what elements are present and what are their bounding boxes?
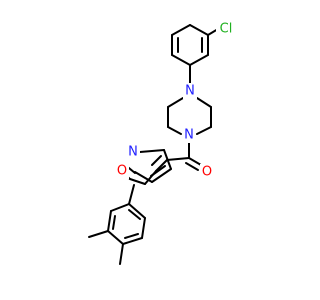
atom-label-cl: Cl bbox=[220, 22, 233, 37]
bond bbox=[107, 230, 124, 245]
carbonyl-oxygen: O bbox=[200, 164, 214, 180]
atom-label-background bbox=[126, 144, 140, 160]
atom-label-background bbox=[183, 83, 197, 99]
atom-label-background bbox=[216, 22, 233, 36]
atom-label-n-isoxazole: N bbox=[128, 145, 138, 160]
bond bbox=[189, 54, 209, 66]
bond bbox=[128, 203, 146, 219]
bond bbox=[151, 168, 172, 183]
bond bbox=[124, 233, 139, 239]
bond bbox=[155, 159, 168, 172]
bond bbox=[112, 215, 116, 230]
bond bbox=[128, 184, 135, 205]
isoxazole-nitrogen: N bbox=[126, 144, 140, 160]
bond bbox=[88, 230, 109, 238]
bond bbox=[171, 54, 191, 66]
isoxazole-oxygen: O bbox=[115, 163, 129, 179]
bond bbox=[141, 217, 146, 239]
bond bbox=[150, 165, 166, 177]
atom-label-background bbox=[115, 163, 129, 179]
atom-label-n-top: N bbox=[185, 84, 195, 99]
bond bbox=[107, 210, 112, 232]
bond bbox=[139, 149, 165, 153]
atom-label-o-isoxazole: O bbox=[117, 164, 127, 179]
bond bbox=[167, 97, 184, 108]
atom-label-o-carbonyl: O bbox=[202, 165, 212, 180]
chlorine-atom: Cl bbox=[216, 22, 233, 37]
bond bbox=[166, 157, 190, 161]
bond bbox=[119, 243, 124, 265]
bond bbox=[196, 97, 212, 108]
bond bbox=[128, 209, 141, 220]
bond bbox=[122, 237, 143, 245]
bonds bbox=[88, 24, 219, 265]
atom-label-background bbox=[182, 127, 196, 143]
bond bbox=[167, 126, 182, 135]
bond bbox=[171, 24, 191, 36]
bond bbox=[151, 155, 162, 166]
bond bbox=[129, 178, 146, 185]
bond bbox=[188, 157, 202, 166]
bond bbox=[196, 126, 212, 135]
bond bbox=[185, 162, 199, 171]
atom-labels: Cl N N O N O bbox=[115, 22, 233, 180]
piperazine-nitrogen-bottom: N bbox=[182, 127, 196, 143]
molecule-structure-diagram: Cl N N O N O bbox=[88, 22, 233, 265]
bond bbox=[134, 171, 153, 183]
bond bbox=[189, 24, 209, 36]
atom-label-n-bottom: N bbox=[184, 128, 194, 143]
bond bbox=[110, 203, 130, 212]
atom-label-background bbox=[200, 164, 214, 180]
piperazine-nitrogen-top: N bbox=[183, 83, 197, 99]
bond bbox=[163, 149, 172, 170]
